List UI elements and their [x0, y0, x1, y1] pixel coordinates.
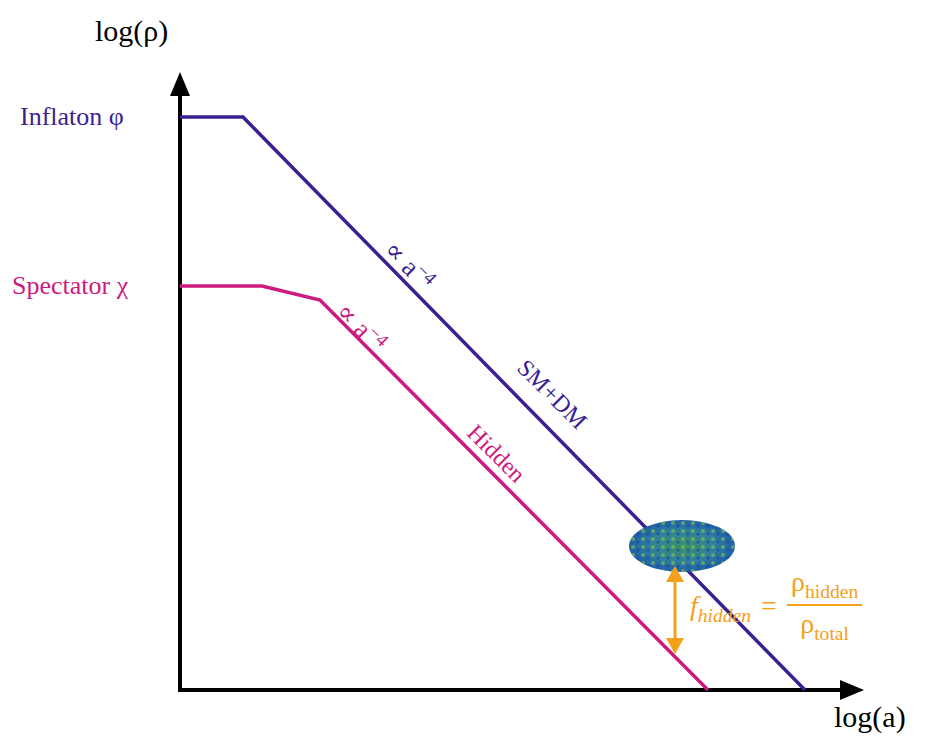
cmb-texture	[629, 520, 735, 572]
label-text: hidden	[698, 605, 751, 626]
ratio-arrow-head	[666, 566, 684, 582]
spectator-curve	[180, 286, 708, 690]
x-axis-head	[840, 680, 864, 700]
ratio-arrow	[674, 578, 677, 642]
label-text: SM+DM	[512, 354, 592, 434]
label-text: hidden	[805, 581, 858, 602]
numerator: ρhidden	[787, 568, 862, 606]
inflaton-curve	[180, 117, 805, 690]
axis-label: log(a)	[834, 702, 906, 732]
field-label: Spectator χ	[12, 273, 128, 299]
label-text: log(a)	[834, 700, 906, 733]
label-text: log(ρ)	[95, 14, 168, 47]
y-axis-head	[170, 72, 190, 96]
label-text: Inflaton φ	[20, 102, 124, 131]
y-axis	[178, 92, 182, 690]
field-label: Inflaton φ	[20, 104, 124, 130]
fraction: ρhiddenρtotal	[787, 568, 862, 644]
label-text: =	[761, 592, 777, 620]
scaling-label: ∝ a−4	[331, 298, 390, 357]
curve-label: SM+DM	[513, 355, 591, 433]
label-text: ρ	[800, 608, 814, 639]
label-text: total	[814, 623, 849, 644]
ratio-arrow-head	[666, 638, 684, 654]
cmb-map	[629, 520, 735, 572]
fraction-label: fhidden=ρhiddenρtotal	[690, 568, 862, 644]
fraction-lhs: fhidden	[690, 592, 751, 620]
x-axis	[178, 688, 842, 692]
denominator: ρtotal	[796, 606, 853, 644]
label-text: Spectator χ	[12, 271, 128, 300]
axis-label: log(ρ)	[95, 16, 168, 46]
label-text: ρ	[791, 566, 805, 597]
label-text: f	[690, 590, 698, 621]
